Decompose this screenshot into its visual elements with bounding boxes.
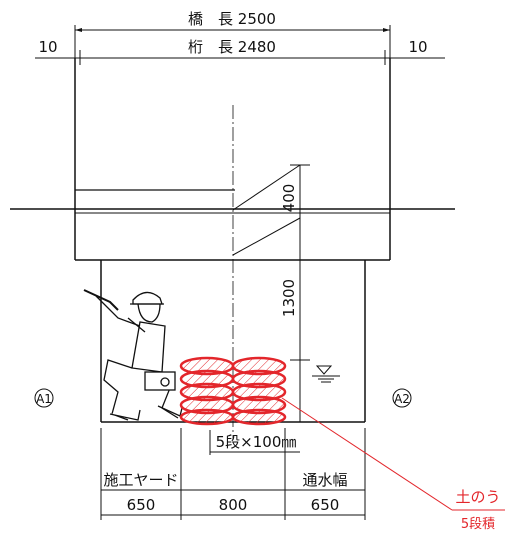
girder-length-label: 桁 長 2480 — [188, 38, 276, 56]
waterway-width-label: 通水幅 — [302, 471, 347, 489]
bridge-length-label: 橋 長 2500 — [188, 10, 276, 28]
bottom-dimensions: 施工ヤード 通水幅 650 800 650 — [100, 428, 366, 520]
left-end-dim: 10 — [38, 38, 57, 56]
structure — [10, 58, 455, 440]
sandbag-title: 土のう — [455, 488, 500, 506]
clearance-height-dim: 1300 — [280, 279, 298, 317]
top-dimensions: 橋 長 2500 桁 長 2480 10 10 — [35, 10, 445, 65]
right-end-dim: 10 — [408, 38, 427, 56]
sandbag-callout: 土のう 5段積 — [281, 397, 505, 532]
stack-height-dim: 5段×100㎜ — [209, 430, 300, 455]
svg-text:A1: A1 — [36, 392, 52, 406]
svg-text:A2: A2 — [394, 392, 410, 406]
sandbag-stack — [179, 356, 287, 426]
construction-yard-label: 施工ヤード — [103, 471, 178, 489]
svg-text:650: 650 — [311, 496, 340, 514]
girder-height-dim: 400 — [280, 184, 298, 213]
svg-text:5段×100㎜: 5段×100㎜ — [216, 433, 297, 451]
vertical-dimensions: 400 1300 — [232, 164, 340, 422]
worker-figure — [83, 289, 183, 421]
svg-text:650: 650 — [127, 496, 156, 514]
abutment-a1: A1 — [34, 388, 54, 408]
sandbag-stack-label: 5段積 — [461, 517, 495, 532]
abutment-a2: A2 — [392, 388, 412, 408]
svg-text:800: 800 — [219, 496, 248, 514]
